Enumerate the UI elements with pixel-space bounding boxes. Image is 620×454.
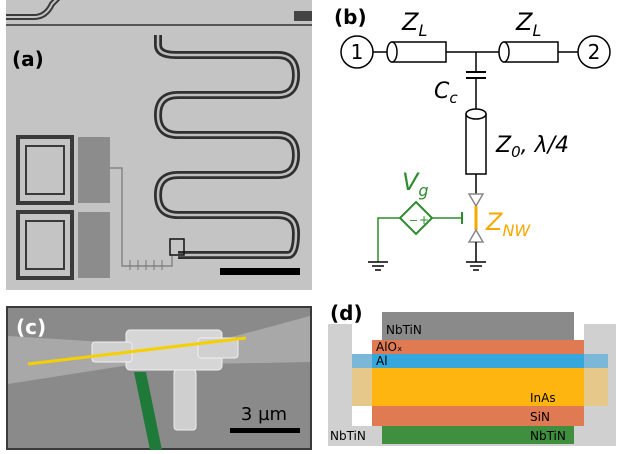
nanowire	[27, 336, 247, 366]
layer-label-al: Al	[376, 354, 388, 368]
panel-a: (a)	[6, 0, 312, 290]
layer-label-alox: AlOₓ	[376, 340, 402, 354]
scale-bar-a	[220, 268, 300, 275]
layer-nbtin-bottom	[382, 426, 574, 444]
layer-label-nbtin-top: NbTiN	[386, 323, 422, 337]
layer-al	[372, 354, 584, 368]
circuit-diagram: (b) 1 2 ZL ZL Cc Z0, λ/4	[334, 5, 611, 271]
layer-label-sin: SiN	[530, 410, 550, 424]
svg-text:−: −	[409, 214, 418, 227]
vg-label: Vg	[402, 168, 429, 200]
transmission-line-right	[498, 41, 559, 63]
port-2-label: 2	[588, 40, 601, 64]
panel-d: (d) NbTiN AlOₓ Al InAs SiN NbTiN NbTiN	[326, 300, 620, 450]
scale-bar-c	[230, 428, 300, 433]
layer-label-nbtin-bottom: NbTiN	[530, 429, 566, 443]
panel-label-a: (a)	[12, 47, 44, 71]
z0-label: Z0, λ/4	[495, 133, 569, 161]
scale-bar-label-c: 3 µm	[241, 404, 287, 425]
panel-c: (c) 3 µm	[6, 306, 312, 450]
quarter-wave-resonator	[465, 108, 487, 175]
svg-text:+: +	[419, 213, 429, 227]
zl-left-label: ZL	[401, 8, 427, 40]
layer-label-nbtin-side: NbTiN	[330, 429, 366, 443]
panel-label-b: (b)	[334, 5, 367, 29]
layer-sin	[372, 406, 584, 426]
transmission-line-left	[386, 41, 447, 63]
ground-icon-left	[368, 261, 388, 271]
junction-top-icon	[467, 193, 485, 208]
sem-image-c: (c) 3 µm	[6, 306, 312, 450]
layer-nbtin-top	[382, 312, 574, 340]
layer-inas	[372, 368, 584, 406]
znw-label: ZNW	[485, 208, 531, 240]
ground-icon-right	[466, 261, 486, 271]
panel-label-c: (c)	[16, 315, 46, 339]
layer-alox	[372, 340, 584, 354]
junction-bottom-icon	[467, 228, 485, 243]
sem-image-a: (a)	[6, 0, 312, 290]
panel-label-d: (d)	[330, 301, 363, 325]
panel-b: (b) 1 2 ZL ZL Cc Z0, λ/4	[316, 0, 620, 290]
layer-label-inas: InAs	[530, 391, 556, 405]
gate-voltage-source: − +	[398, 200, 434, 236]
zoom-box	[169, 238, 185, 256]
gate-line	[134, 372, 162, 450]
zl-right-label: ZL	[515, 8, 541, 40]
cc-label: Cc	[434, 79, 458, 107]
port-1-label: 1	[351, 40, 364, 64]
layer-stack-diagram: (d) NbTiN AlOₓ Al InAs SiN NbTiN NbTiN	[328, 301, 616, 446]
